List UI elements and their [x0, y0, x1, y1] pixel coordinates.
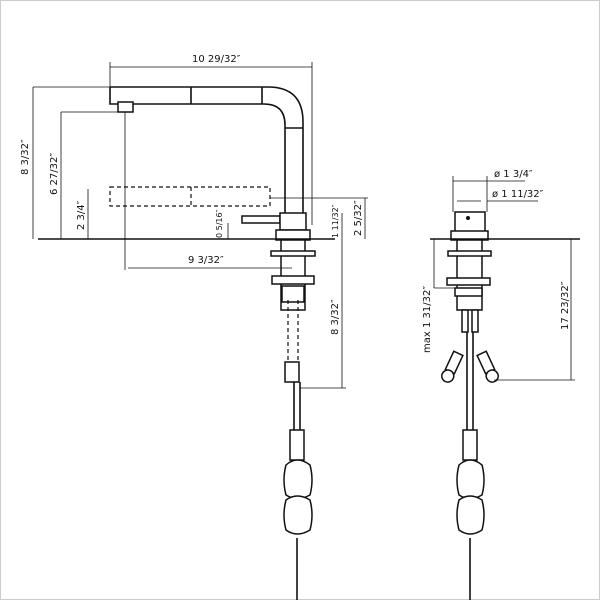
dim-spout-reach: 10 29/32″ — [192, 54, 241, 65]
dim-lowered-height: 2 3/4″ — [76, 200, 87, 230]
dim-handle-height: 0 5/16″ — [215, 209, 224, 238]
hose-fitting — [289, 429, 305, 461]
dim-overall-height: 8 3/32″ — [20, 139, 31, 175]
dim-aerator-height: 6 27/32″ — [49, 153, 60, 195]
side-dimension-labels: 10 29/32″ 8 3/32″ 6 27/32″ 2 3/4″ 0 5/16… — [20, 54, 364, 335]
front-body — [454, 211, 486, 233]
dim-body-height-alt: 2 5/32″ — [353, 200, 364, 236]
body — [279, 212, 307, 231]
pulled-spout-outline — [109, 186, 271, 207]
spout — [109, 86, 304, 213]
side-view — [32, 62, 368, 600]
aerator — [117, 101, 134, 113]
weight-lower — [283, 495, 313, 535]
dim-aerator-to-center: 9 3/32″ — [188, 255, 224, 266]
hose-connector — [284, 361, 300, 383]
dim-spout-diameter: ø 1 11/32″ — [492, 189, 544, 200]
handle-lever — [241, 215, 281, 224]
dim-max-deck-thickness: max 1 31/32″ — [422, 286, 433, 353]
dim-body-height: 1 11/32″ — [331, 204, 340, 238]
dim-body-diameter: ø 1 3/4″ — [494, 169, 533, 180]
weight-upper — [283, 459, 313, 500]
dim-below-deck-length: 17 23/32″ — [560, 281, 571, 330]
front-dimension-labels: ø 1 3/4″ ø 1 11/32″ max 1 31/32″ 17 23/3… — [422, 169, 571, 353]
dim-shank-length: 8 3/32″ — [330, 299, 341, 335]
front-view — [430, 176, 580, 600]
